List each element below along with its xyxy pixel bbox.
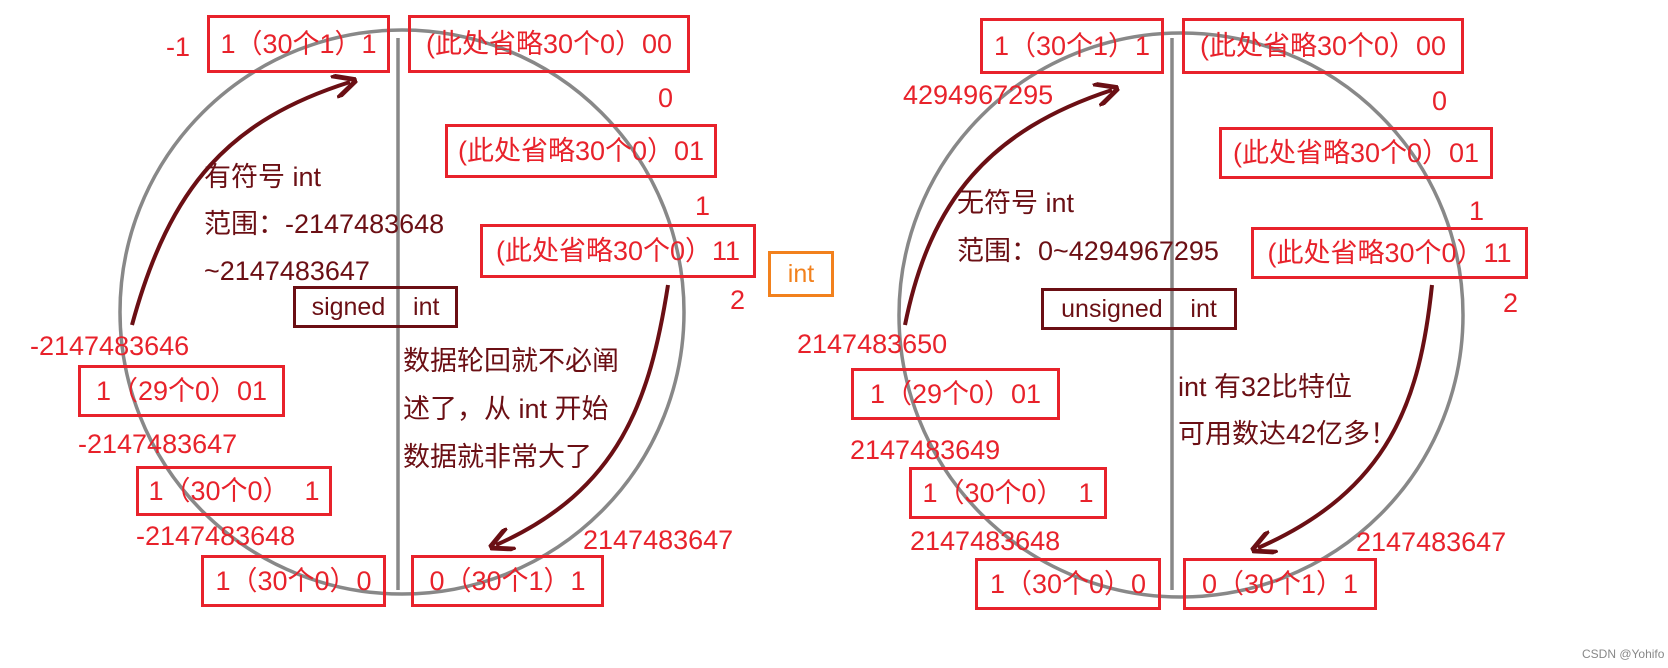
signed-box-top-right: (此处省略30个0）00 [408,15,690,73]
signed-box-bottom-right: 0（30个1）1 [411,555,604,607]
signed-box-right-1: (此处省略30个0）01 [445,124,717,178]
unsigned-box-right-2: (此处省略30个0）11 [1251,227,1528,279]
signed-note-line2: 述了，从 int 开始 [403,394,609,424]
unsigned-value-top-right: 0 [1432,86,1448,116]
signed-box-left-1: 1（29个0）01 [78,365,285,417]
unsigned-arrow-down [1258,284,1434,548]
unsigned-note-line1: int 有32比特位 [1178,372,1353,402]
signed-value-left-1: -2147483646 [30,331,190,361]
signed-value-bottom-right: 2147483647 [583,525,734,555]
signed-note-line1: 数据轮回就不必阐 [403,346,619,376]
unsigned-range-line1: 范围：0~4294967295 [957,236,1219,266]
signed-arrow-down [496,284,670,545]
signed-note-line3: 数据就非常大了 [403,442,592,472]
signed-box-right-2: (此处省略30个0）11 [480,224,756,278]
unsigned-value-right-1: 1 [1469,196,1485,226]
unsigned-note-line2: 可用数达42亿多！ [1178,419,1398,449]
signed-value-bottom-left: -2147483648 [136,521,296,551]
unsigned-circle [897,31,1465,599]
unsigned-box-right-1: (此处省略30个0）01 [1219,127,1493,179]
unsigned-box-top-right: (此处省略30个0）00 [1182,18,1464,74]
unsigned-box-left-1: 1（29个0）01 [851,368,1060,420]
unsigned-arrow-up [903,90,1112,326]
unsigned-value-left-1: 2147483650 [797,329,948,359]
unsigned-box-left-2: 1（30个0） 1 [909,467,1107,519]
unsigned-value-bottom-right: 2147483647 [1356,527,1507,557]
unsigned-box-top-left: 1（30个1）1 [980,18,1164,74]
signed-title: 有符号 int [204,162,322,192]
signed-arrow-up [130,82,350,326]
signed-circle [118,28,686,596]
credit-watermark: CSDN @Yohifo [1582,647,1665,661]
signed-range-line2: ~2147483647 [204,256,370,286]
unsigned-box-bottom-left: 1（30个0）0 [975,558,1161,610]
signed-box-bottom-left: 1（30个0）0 [201,555,386,607]
signed-tag: signed int [293,286,458,328]
unsigned-box-bottom-right: 0（30个1）1 [1183,558,1377,610]
signed-range-line1: 范围：-2147483648 [204,209,445,239]
unsigned-title: 无符号 int [957,188,1075,218]
signed-value-top-right: 0 [658,83,674,113]
unsigned-value-top-left: 4294967295 [903,80,1054,110]
unsigned-value-right-2: 2 [1503,288,1519,318]
signed-value-right-1: 1 [695,191,711,221]
signed-value-right-2: 2 [730,285,746,315]
signed-value-top-left: -1 [166,32,191,62]
signed-value-left-2: -2147483647 [78,429,238,459]
unsigned-value-bottom-left: 2147483648 [910,526,1061,556]
signed-box-left-2: 1（30个0） 1 [136,466,332,516]
unsigned-value-left-2: 2147483649 [850,435,1001,465]
center-int-label: int [768,251,834,297]
signed-box-top-left: 1（30个1）1 [207,15,390,73]
unsigned-tag: unsigned int [1041,288,1237,330]
